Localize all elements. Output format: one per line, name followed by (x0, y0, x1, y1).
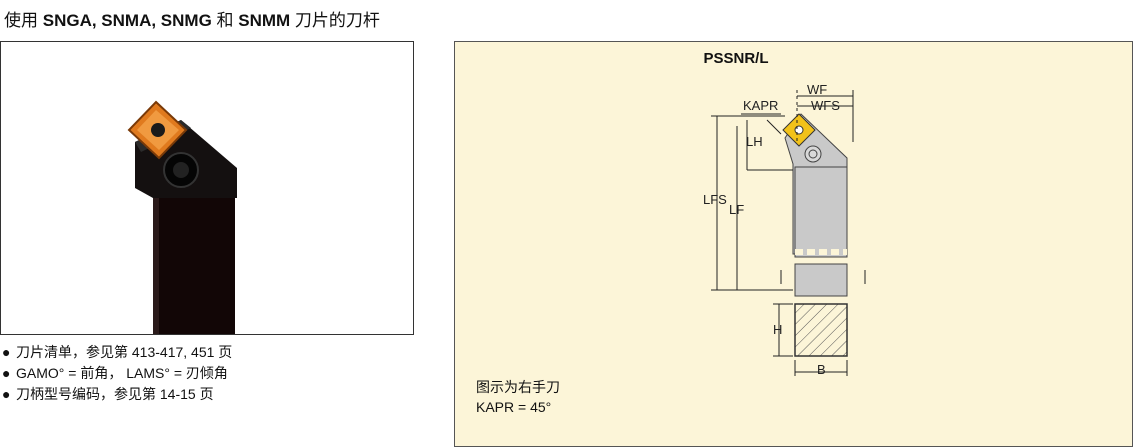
dim-wf: WF (807, 82, 827, 97)
dim-lh: LH (746, 134, 763, 149)
drawing-title: PSSNR/L (703, 50, 769, 67)
list-item: ●刀柄型号编码，参见第 14-15 页 (2, 386, 214, 402)
notes-list: ●刀片清单，参见第 413-417, 451 页 ●GAMO° = 前角， LA… (2, 342, 232, 405)
title-prefix: 使用 (4, 11, 43, 30)
dim-h: H (773, 322, 782, 337)
drawing-caption: 图示为右手刀 KAPR = 45° (476, 377, 560, 417)
dimension-drawing: WF WFS KAPR LH LFS LF H B (703, 82, 866, 377)
list-item: ●刀片清单，参见第 413-417, 451 页 (2, 344, 233, 360)
title-code-last: SNMM (238, 11, 291, 30)
shank-shape (153, 192, 235, 334)
dim-lfs: LFS (703, 192, 727, 207)
caption-hand: 图示为右手刀 (476, 379, 560, 395)
dim-wfs: WFS (811, 98, 840, 113)
dim-kapr: KAPR (743, 98, 778, 113)
title-suffix: 刀片的刀杆 (290, 11, 380, 30)
list-item: ●GAMO° = 前角， LAMS° = 刃倾角 (2, 365, 228, 381)
title-and: 和 (211, 11, 239, 30)
dim-b: B (817, 362, 826, 377)
caption-kapr: KAPR = 45° (476, 399, 552, 415)
product-photo (0, 41, 414, 335)
title-codes: SNGA, SNMA, SNMG (42, 11, 212, 30)
page-title: 使用 SNGA, SNMA, SNMG 和 SNMM 刀片的刀杆 (4, 6, 380, 31)
cross-section-shape (794, 303, 848, 357)
tool-holder-illustration (127, 100, 237, 334)
technical-drawing-panel: WF WFS KAPR LH LFS LF H B (454, 41, 1133, 447)
dim-lf: LF (729, 202, 744, 217)
